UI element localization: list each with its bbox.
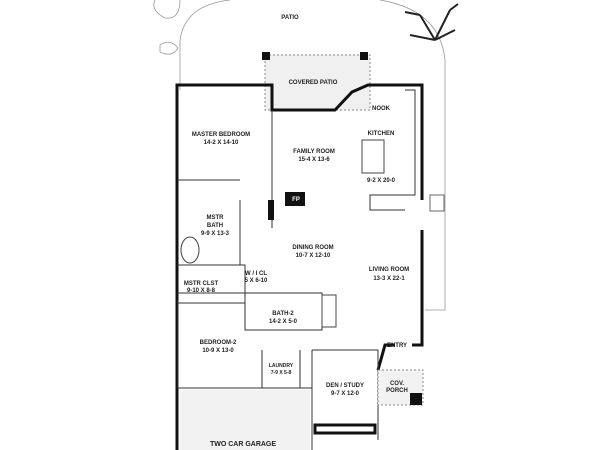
room-label-master-closet: MSTR CLST <box>184 281 219 287</box>
room-label-covered-porch: COV. <box>390 381 404 387</box>
garage-area <box>180 390 310 450</box>
patio-outline <box>179 0 446 311</box>
room-size-laundry: 7-9 X 5-8 <box>271 370 292 376</box>
room-label-master-bedroom: MASTER BEDROOM <box>192 132 250 138</box>
interior-walls <box>177 110 379 450</box>
room-label-kitchen: KITCHEN <box>368 131 395 137</box>
kitchen-counter <box>369 89 416 211</box>
room-label-covered-porch: PORCH <box>386 388 408 394</box>
column <box>360 52 368 60</box>
room-label-nook: NOOK <box>372 106 391 112</box>
room-label-dining-room: DINING ROOM <box>292 245 333 251</box>
bathtub <box>180 236 200 264</box>
label-fireplace: FP <box>292 197 300 203</box>
room-size-kitchen: 9-2 X 20-0 <box>367 178 396 184</box>
column <box>262 52 270 60</box>
room-size-bedroom-2: 10-9 X 13-0 <box>202 348 234 354</box>
room-label-patio: PATIO <box>281 15 299 21</box>
room-label-laundry: LAUNDRY <box>269 363 294 369</box>
room-size-master-bath: 9-9 X 13-3 <box>201 231 230 237</box>
room-size-den-study: 9-7 X 12-0 <box>331 391 360 397</box>
room-label-walk-in-closet: W / I CL <box>245 271 267 277</box>
walkway <box>153 0 181 19</box>
room-label-garage: TWO CAR GARAGE <box>210 441 276 448</box>
exterior-walls <box>175 83 424 450</box>
room-label-covered-patio: COVERED PATIO <box>289 80 338 86</box>
room-label-family-room: FAMILY ROOM <box>293 149 335 155</box>
room-size-family-room: 15-4 X 13-6 <box>298 157 330 163</box>
room-label-master-bath: BATH <box>207 223 223 229</box>
room-size-master-closet: 9-10 X 8-8 <box>187 288 216 294</box>
kitchen-island <box>361 139 385 174</box>
room-label-bath-2: BATH-2 <box>272 311 294 317</box>
room-size-walk-in-closet: 5 X 6-10 <box>245 278 268 284</box>
room-size-living-room: 13-3 X 22-1 <box>373 276 405 282</box>
room-label-den-study: DEN / STUDY <box>326 383 364 389</box>
bathtub-2 <box>321 294 337 328</box>
den-window <box>313 423 377 435</box>
room-label-living-room: LIVING ROOM <box>369 267 409 273</box>
room-size-master-bedroom: 14-2 X 14-10 <box>204 140 239 146</box>
wall-block <box>268 200 274 220</box>
room-size-dining-room: 10-7 X 12-10 <box>296 253 331 259</box>
room-size-bath-2: 14-2 X 5-0 <box>269 319 298 325</box>
room-label-bedroom-2: BEDROOM-2 <box>200 340 237 346</box>
porch-column <box>410 393 422 405</box>
window-box <box>429 194 445 212</box>
covered-patio-area <box>264 54 371 111</box>
room-label-entry: ENTRY <box>387 343 407 349</box>
room-label-master-bath: MSTR <box>207 215 225 221</box>
planter-icon <box>159 41 179 55</box>
tree-icon <box>404 3 459 41</box>
fireplace <box>285 192 305 206</box>
